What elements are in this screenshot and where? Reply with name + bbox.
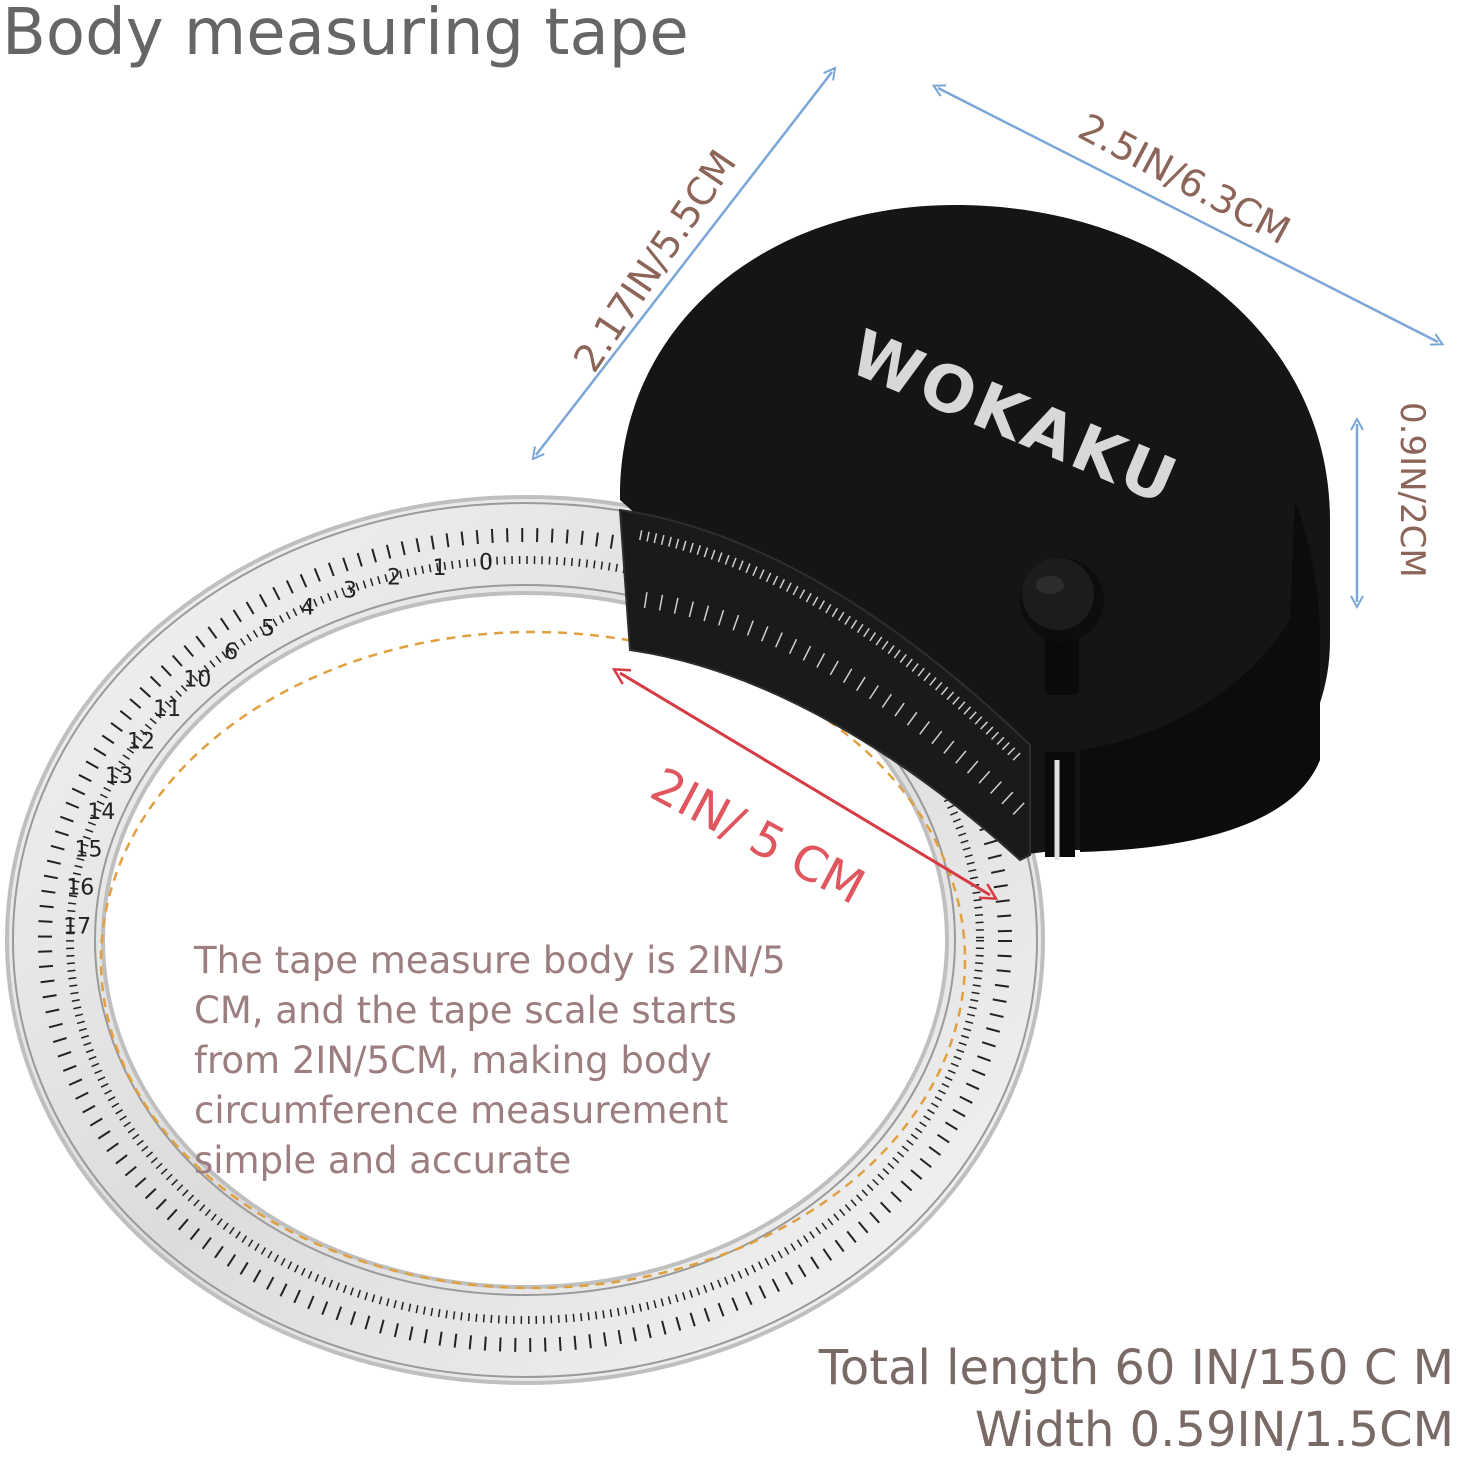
tape-scale-number: 6 bbox=[224, 640, 238, 665]
page-title: Body measuring tape bbox=[2, 0, 689, 70]
description-line: The tape measure body is 2IN/5 bbox=[194, 939, 786, 982]
tape-scale-number: 13 bbox=[105, 764, 133, 789]
diameter-dimension-arrow bbox=[938, 88, 1438, 342]
tape-scale-number: 4 bbox=[301, 596, 315, 621]
tape-scale-number: 3 bbox=[343, 579, 357, 604]
thickness-dimension-label: 0.9IN/2CM bbox=[1392, 402, 1432, 578]
body-dimension-arrow bbox=[620, 673, 990, 895]
description-line: from 2IN/5CM, making body bbox=[194, 1039, 712, 1082]
length-dimension-arrow bbox=[536, 72, 832, 455]
tape-scale-number: 10 bbox=[183, 667, 211, 692]
tape-scale-number: 16 bbox=[66, 876, 94, 901]
tape-scale-number: 2 bbox=[387, 565, 401, 590]
tape-scale-number: 0 bbox=[479, 550, 493, 575]
tape-scale-number: 17 bbox=[63, 915, 91, 940]
tape-release-button bbox=[1020, 558, 1104, 695]
tape-scale-number: 11 bbox=[153, 697, 181, 722]
tape-scale-number: 12 bbox=[127, 729, 155, 754]
total-length-spec: Total length 60 IN/150 C M bbox=[818, 1340, 1454, 1396]
tape-scale-number: 15 bbox=[75, 837, 103, 862]
tape-measure-case: WOKAKU bbox=[618, 205, 1330, 862]
tape-scale-number: 1 bbox=[433, 556, 447, 581]
description-line: CM, and the tape scale starts bbox=[194, 989, 737, 1032]
body-size-dashed-circle bbox=[99, 630, 967, 1290]
tape-scale-number: 14 bbox=[87, 800, 115, 825]
tape-scale-number: 5 bbox=[261, 616, 275, 641]
description-line: simple and accurate bbox=[194, 1139, 572, 1182]
width-spec: Width 0.59IN/1.5CM bbox=[974, 1402, 1454, 1458]
description-line: circumference measurement bbox=[194, 1089, 729, 1132]
description-text: The tape measure body is 2IN/5 CM, and t… bbox=[194, 936, 834, 1186]
